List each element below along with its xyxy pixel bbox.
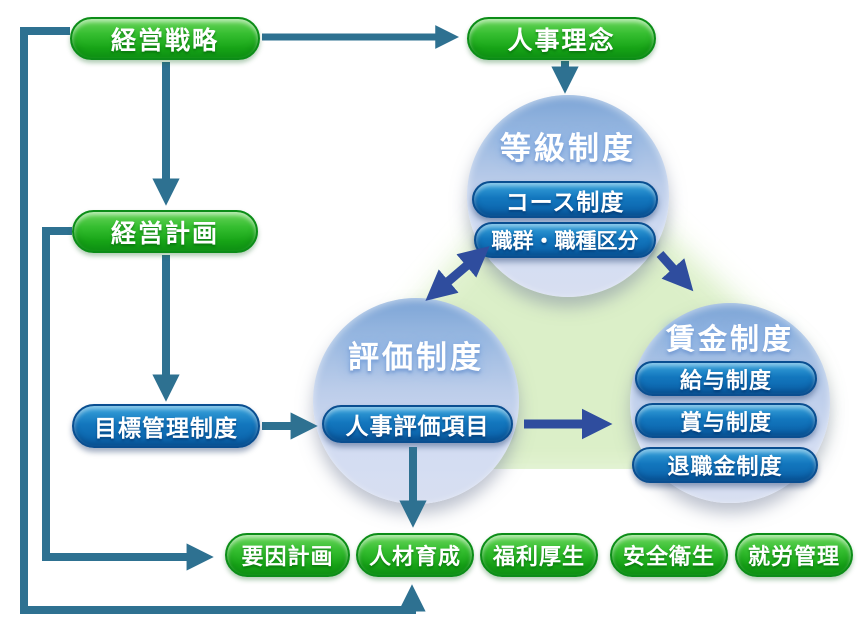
pill-job-classification: 職群・職種区分: [474, 222, 656, 258]
evaluation-system-title: 評価制度: [348, 340, 484, 375]
pill-hr-evaluation-items: 人事評価項目: [322, 405, 513, 443]
feedback-loop-inner: [42, 227, 214, 571]
wage-system-title: 賃金制度: [665, 324, 794, 356]
node-factor-plan: 要因計画: [225, 533, 350, 577]
node-welfare: 福利厚生: [480, 533, 598, 577]
circle-grade-system: 等級制度 コース制度 職群・職種区分: [467, 95, 669, 297]
arrow-grade-evaluation-double: [425, 246, 490, 301]
node-mbo-system: 目標管理制度: [72, 404, 260, 448]
pill-bonus-system: 賞与制度: [635, 403, 817, 438]
node-safety-health: 安全衛生: [610, 533, 728, 577]
pill-course-system: コース制度: [472, 181, 658, 218]
node-management-plan: 経営計画: [72, 210, 258, 253]
pill-salary-system: 給与制度: [635, 361, 817, 396]
feedback-loop-outer: [20, 27, 426, 614]
node-work-management: 就労管理: [735, 533, 853, 577]
node-management-strategy: 経営戦略: [70, 17, 260, 60]
circle-wage-system: 賃金制度 給与制度 賞与制度 退職金制度: [630, 303, 830, 503]
arrow-grade-to-wage: [656, 250, 694, 292]
node-hr-philosophy: 人事理念: [467, 17, 656, 60]
pill-retirement-system: 退職金制度: [632, 447, 818, 483]
node-hr-development: 人材育成: [356, 533, 474, 577]
grade-system-title: 等級制度: [500, 131, 636, 166]
